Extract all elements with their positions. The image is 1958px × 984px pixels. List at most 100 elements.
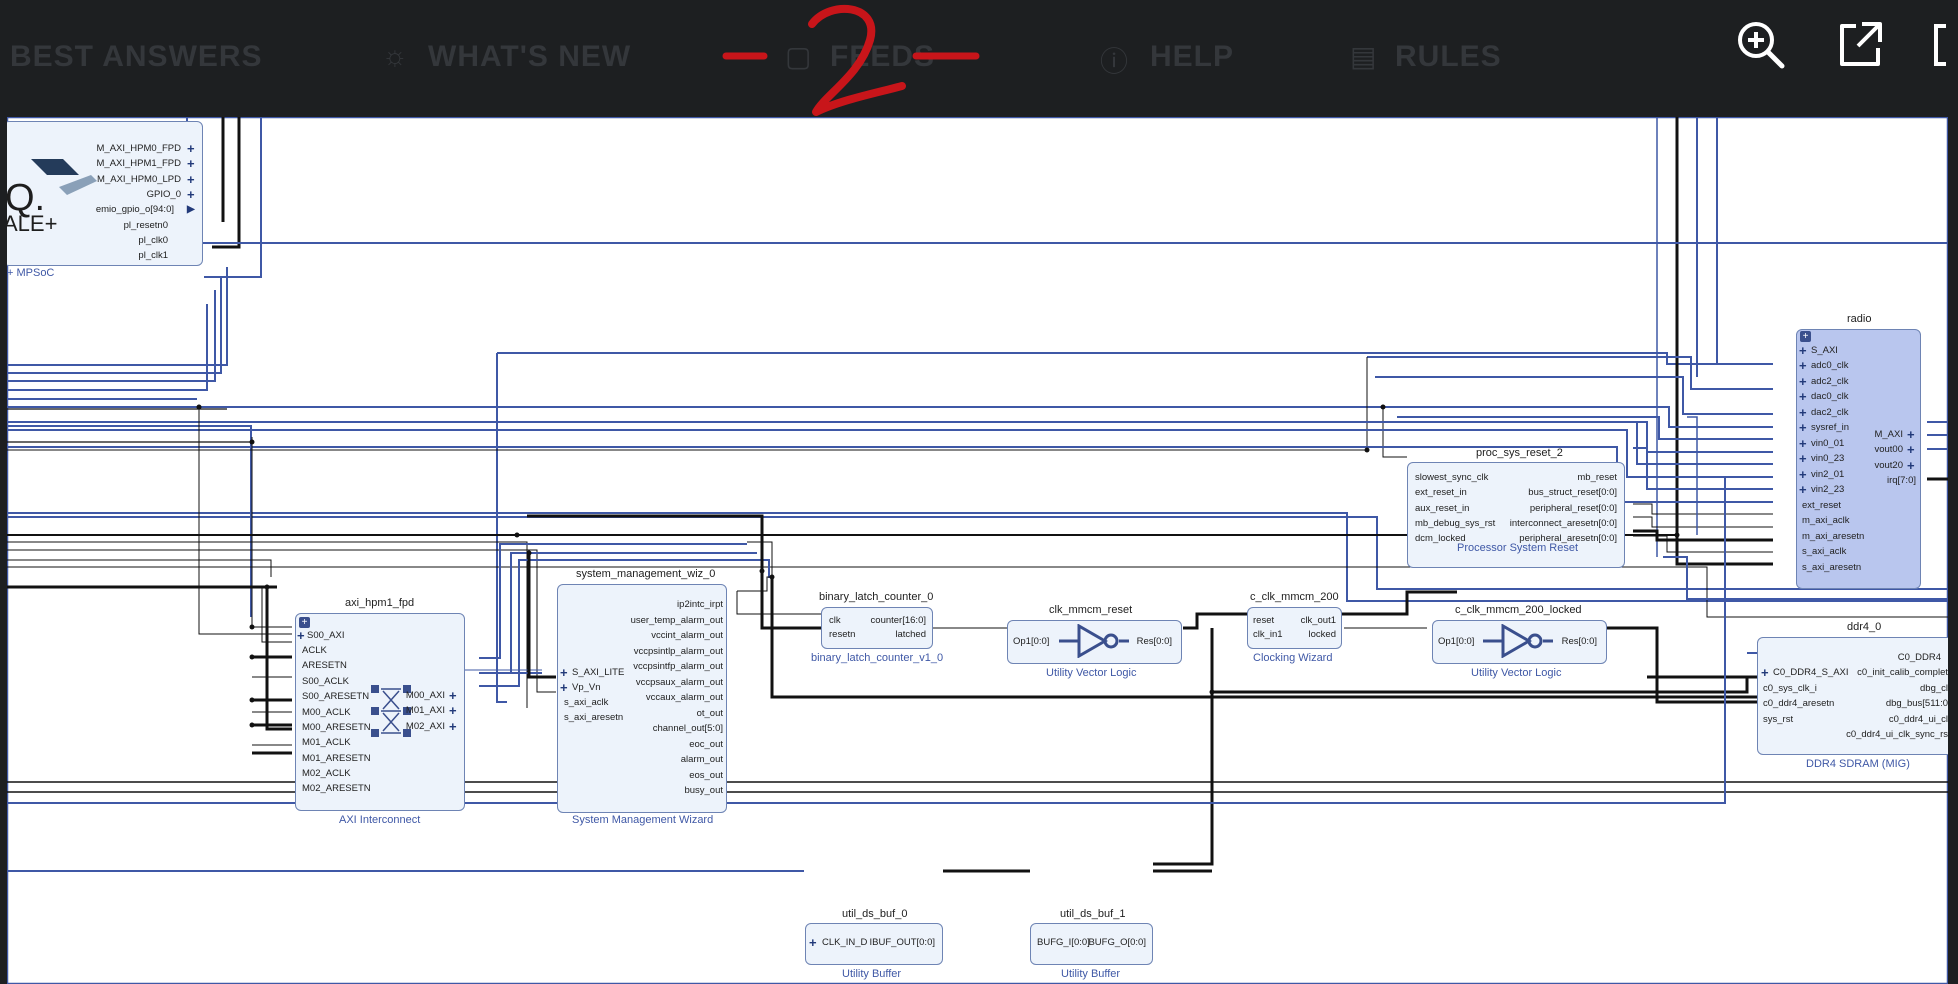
sysmon-port[interactable]: vccint_alarm_out [651, 630, 723, 641]
axi-port[interactable]: M00_ARESETN [302, 722, 371, 733]
radio-port[interactable]: m_axi_aclk [1802, 515, 1850, 526]
sysmon-port[interactable]: user_temp_alarm_out [630, 615, 723, 626]
axi-port[interactable]: M02_ACLK [302, 768, 351, 779]
sysmon-port[interactable]: alarm_out [680, 754, 723, 765]
proc-reset-port[interactable]: slowest_sync_clk [1415, 472, 1489, 483]
radio-port[interactable]: dac0_clk [1811, 391, 1849, 402]
radio-port[interactable]: adc2_clk [1811, 376, 1849, 387]
sysmon-port[interactable]: S_AXI_LITE [572, 667, 625, 678]
proc-reset-port[interactable]: bus_struct_reset[0:0] [1528, 487, 1617, 498]
proc-reset-port[interactable]: interconnect_aresetn[0:0] [1509, 518, 1617, 529]
axi-port[interactable]: S00_ARESETN [302, 691, 370, 702]
nav-whats-new[interactable]: WHAT'S NEW [428, 40, 632, 73]
zynq-port[interactable]: M_AXI_HPM0_FPD [96, 143, 181, 154]
ddr4-port[interactable]: c0_sys_clk_i [1763, 683, 1817, 694]
radio-port[interactable]: m_axi_aresetn [1802, 531, 1865, 542]
open-external-icon[interactable] [1834, 18, 1886, 70]
sysmon-port[interactable]: eoc_out [689, 739, 723, 750]
zynq-port[interactable]: emio_gpio_o[94:0] [95, 204, 174, 215]
expand-icon[interactable]: + [299, 617, 310, 628]
radio-port[interactable]: adc0_clk [1811, 360, 1849, 371]
radio-port[interactable]: s_axi_aclk [1802, 546, 1847, 557]
proc-reset-port[interactable]: ext_reset_in [1415, 487, 1467, 498]
buf1-port[interactable]: BUFG_O[0:0] [1088, 937, 1146, 948]
zynq-port[interactable]: pl_clk0 [138, 235, 168, 246]
sysmon-port[interactable]: vccpsaux_alarm_out [635, 677, 723, 688]
sysmon-port[interactable]: channel_out[5:0] [652, 723, 723, 734]
radio-port[interactable]: s_axi_aresetn [1802, 562, 1862, 573]
zynq-port[interactable]: pl_clk1 [138, 250, 168, 261]
proc-reset-port[interactable]: aux_reset_in [1415, 503, 1470, 514]
zynq-port[interactable]: pl_resetn0 [123, 220, 168, 231]
sysmon-port[interactable]: s_axi_aresetn [564, 712, 624, 723]
sysmon-port[interactable]: vccpsintlp_alarm_out [633, 646, 723, 657]
radio-port[interactable]: vin0_01 [1811, 438, 1845, 449]
proc-reset-port[interactable]: dcm_locked [1415, 533, 1466, 544]
ddr4-port[interactable]: C0_DDR4 [1897, 652, 1941, 663]
latch-port[interactable]: resetn [829, 629, 856, 640]
radio-port[interactable]: vout20 [1874, 460, 1903, 471]
latch-port[interactable]: counter[16:0] [870, 615, 926, 626]
zoom-in-icon[interactable] [1734, 18, 1786, 70]
radio-port[interactable]: vin2_23 [1811, 484, 1845, 495]
axi-port[interactable]: M01_ACLK [302, 737, 351, 748]
radio-port[interactable]: M_AXI [1874, 429, 1903, 440]
sysmon-port[interactable]: eos_out [689, 770, 723, 781]
buf1-port[interactable]: BUFG_I[0:0] [1037, 937, 1090, 948]
ddr4-port[interactable]: dbg_bus[511:0 [1885, 698, 1948, 709]
radio-port[interactable]: dac2_clk [1811, 407, 1849, 418]
sysmon-port[interactable]: vccaux_alarm_out [645, 692, 723, 703]
ddr4-port[interactable]: c0_init_calib_complet [1857, 667, 1948, 678]
radio-port[interactable]: S_AXI [1811, 345, 1838, 356]
clk-reset-port[interactable]: Res[0:0] [1136, 636, 1172, 647]
ddr4-port[interactable]: C0_DDR4_S_AXI [1773, 667, 1849, 678]
sysmon-port[interactable]: vccpsintfp_alarm_out [633, 661, 723, 672]
ddr4-port[interactable]: c0_ddr4_ui_clk_sync_rs [1846, 729, 1948, 740]
radio-port[interactable]: vout00 [1874, 444, 1903, 455]
ddr4-port[interactable]: c0_ddr4_aresetn [1763, 698, 1835, 709]
radio-port[interactable]: sysref_in [1811, 422, 1850, 433]
axi-port[interactable]: M00_AXI [405, 690, 445, 701]
proc-reset-port[interactable]: mb_reset [1577, 472, 1617, 483]
axi-port[interactable]: ARESETN [302, 660, 347, 671]
clk-wiz-port[interactable]: clk_in1 [1253, 629, 1283, 640]
expand-icon[interactable]: + [1800, 331, 1811, 342]
copy-icon[interactable] [1930, 18, 1958, 70]
axi-port[interactable]: M01_AXI [405, 705, 445, 716]
clk-wiz-port[interactable]: locked [1308, 629, 1336, 640]
sysmon-port[interactable]: ip2intc_irpt [677, 599, 723, 610]
zynq-port[interactable]: GPIO_0 [146, 189, 181, 200]
clk-locked-port[interactable]: Op1[0:0] [1438, 636, 1475, 647]
axi-port[interactable]: M01_ARESETN [302, 753, 371, 764]
axi-port[interactable]: M02_AXI [405, 721, 445, 732]
axi-port[interactable]: ACLK [302, 645, 327, 656]
clk-reset-port[interactable]: Op1[0:0] [1013, 636, 1050, 647]
sysmon-port[interactable]: s_axi_aclk [564, 697, 609, 708]
zynq-port[interactable]: M_AXI_HPM1_FPD [96, 158, 181, 169]
clk-wiz-port[interactable]: clk_out1 [1300, 615, 1336, 626]
sysmon-port[interactable]: Vp_Vn [572, 682, 601, 693]
sysmon-port[interactable]: busy_out [684, 785, 723, 796]
sysmon-port[interactable]: ot_out [696, 708, 723, 719]
radio-port[interactable]: vin2_01 [1811, 469, 1845, 480]
proc-reset-port[interactable]: peripheral_reset[0:0] [1529, 503, 1617, 514]
ddr4-port[interactable]: sys_rst [1763, 714, 1794, 725]
zynq-port[interactable]: M_AXI_HPM0_LPD [97, 174, 181, 185]
block-design-canvas[interactable]: ps_e_0 Q. ALE+ + MPSoC M_AXI_HPM0_FPD M_… [7, 117, 1948, 984]
latch-port[interactable]: latched [895, 629, 926, 640]
clk-wiz-port[interactable]: reset [1253, 615, 1275, 626]
buf0-port[interactable]: IBUF_OUT[0:0] [869, 937, 935, 948]
radio-port[interactable]: irq[7:0] [1886, 475, 1916, 486]
axi-port[interactable]: S00_ACLK [302, 676, 350, 687]
radio-port[interactable]: ext_reset [1802, 500, 1842, 511]
proc-reset-port[interactable]: peripheral_aresetn[0:0] [1519, 533, 1617, 544]
clk-locked-port[interactable]: Res[0:0] [1561, 636, 1597, 647]
nav-help[interactable]: HELP [1150, 40, 1235, 73]
nav-rules[interactable]: RULES [1395, 40, 1502, 73]
latch-port[interactable]: clk [829, 615, 841, 626]
radio-port[interactable]: vin0_23 [1811, 453, 1845, 464]
ddr4-port[interactable]: c0_ddr4_ui_cl [1888, 714, 1948, 725]
buf0-port[interactable]: CLK_IN_D [822, 937, 868, 948]
axi-port[interactable]: S00_AXI [307, 630, 345, 641]
proc-reset-port[interactable]: mb_debug_sys_rst [1415, 518, 1496, 529]
